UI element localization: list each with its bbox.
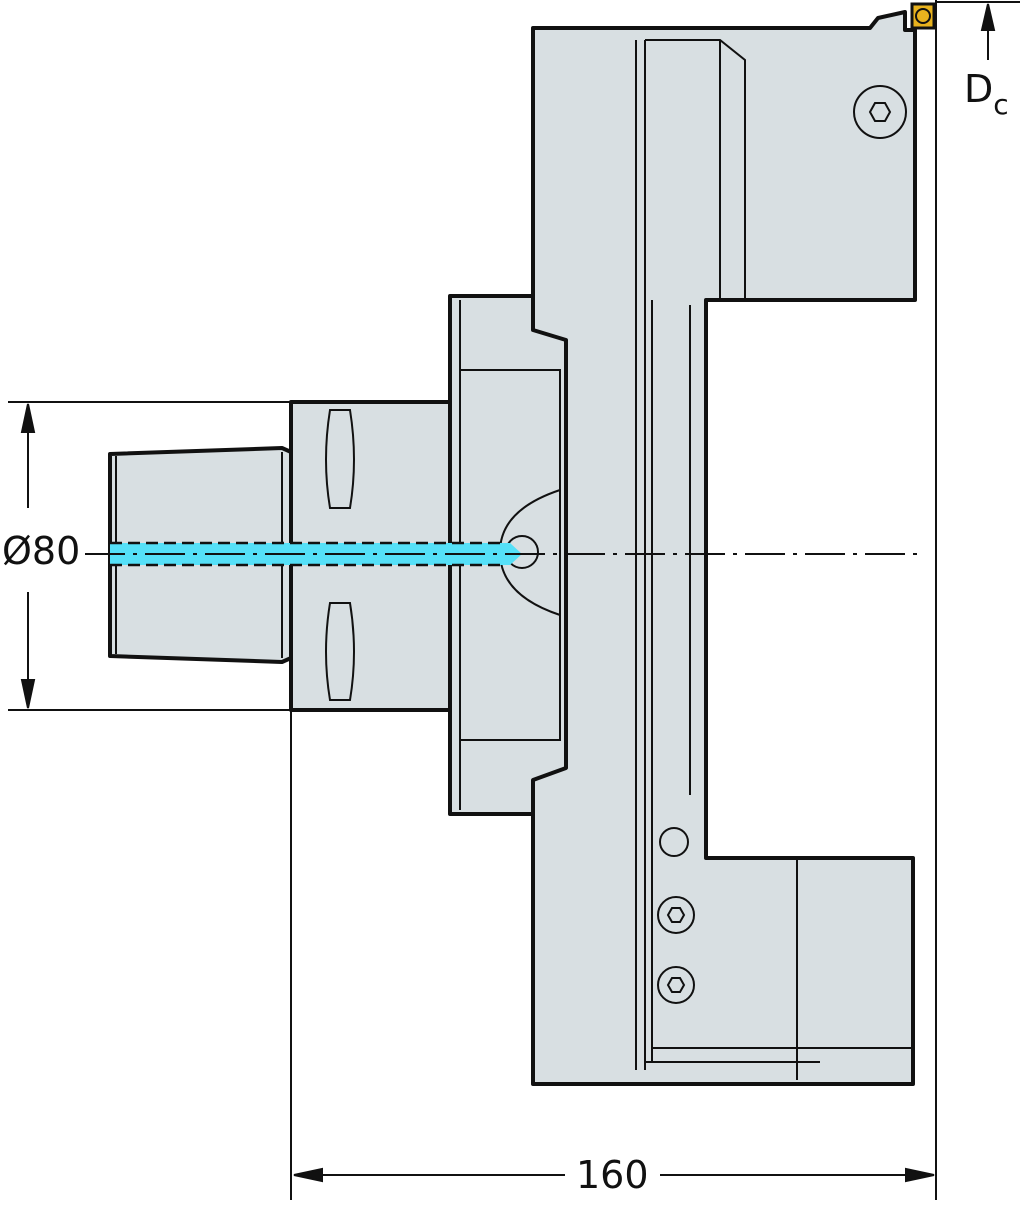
cutting-insert: [910, 2, 936, 30]
dc-label-main: D: [964, 67, 994, 111]
diameter-label: Ø80: [2, 529, 81, 573]
screw-1: [657, 896, 695, 934]
dc-label: Dc: [964, 67, 1009, 119]
drive-slot-top: [325, 409, 355, 509]
screw-2: [657, 966, 695, 1004]
coolant-channel: [110, 543, 510, 565]
drive-slot-bottom: [325, 602, 355, 701]
screw-top: [853, 85, 907, 139]
dc-label-sub: c: [993, 88, 1009, 121]
length-label: 160: [576, 1153, 649, 1197]
main-body: [531, 10, 917, 1086]
